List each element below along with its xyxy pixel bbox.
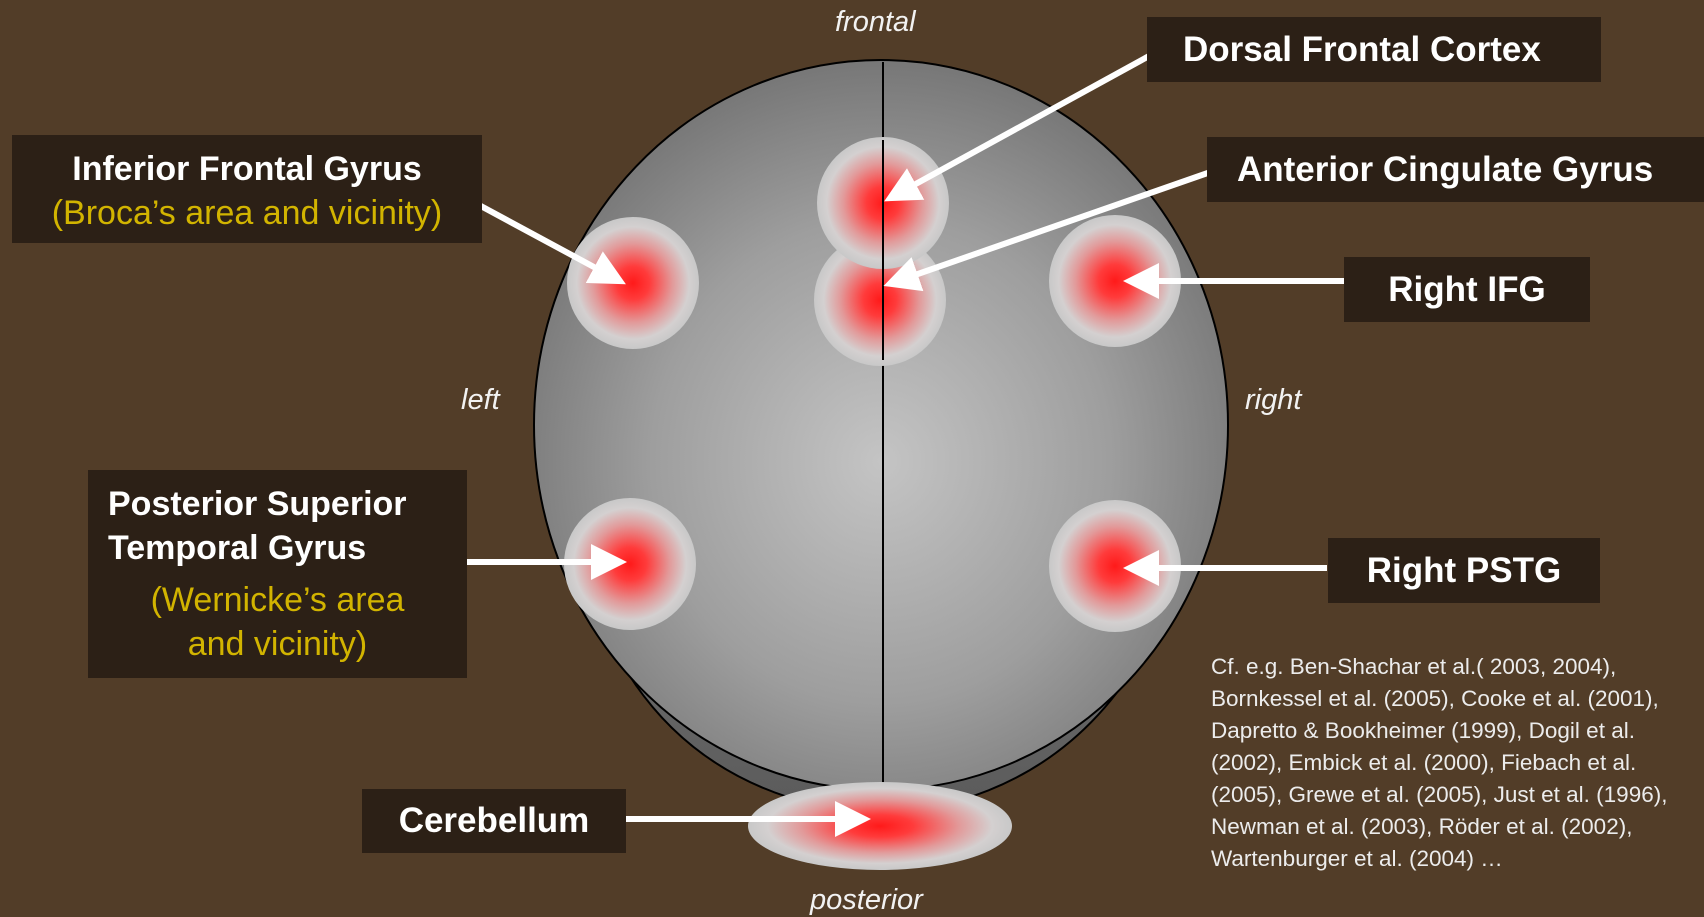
reference-line: Newman et al. (2003), Röder et al. (2002…: [1211, 811, 1704, 843]
label-rifg-text: Right IFG: [1388, 270, 1545, 309]
hotspot-ifg: [567, 217, 699, 349]
reference-line: Bornkessel et al. (2005), Cooke et al. (…: [1211, 683, 1704, 715]
label-pstg-line1: Posterior Superior: [88, 482, 467, 526]
hotspot-cerebellum: [748, 782, 1012, 870]
label-right-ifg: Right IFG: [1344, 257, 1590, 322]
label-ifg-title: Inferior Frontal Gyrus: [72, 150, 422, 188]
label-acg-text: Anterior Cingulate Gyrus: [1237, 150, 1653, 189]
direction-frontal: frontal: [835, 6, 916, 39]
label-rpstg-text: Right PSTG: [1367, 551, 1561, 590]
direction-left: left: [461, 384, 500, 417]
label-pstg-sub1: (Wernicke’s area: [88, 578, 467, 622]
label-ifg-subtitle: (Broca’s area and vicinity): [12, 191, 482, 235]
label-dorsal-frontal-cortex: Dorsal Frontal Cortex: [1147, 17, 1601, 82]
label-pstg-sub2: and vicinity): [88, 622, 467, 666]
label-posterior-superior-temporal-gyrus: Posterior Superior Temporal Gyrus (Werni…: [88, 470, 467, 678]
reference-line: (2002), Embick et al. (2000), Fiebach et…: [1211, 747, 1704, 779]
label-cerebellum-text: Cerebellum: [399, 801, 590, 840]
label-dfc-text: Dorsal Frontal Cortex: [1183, 30, 1541, 69]
reference-line: Dapretto & Bookheimer (1999), Dogil et a…: [1211, 715, 1704, 747]
label-anterior-cingulate-gyrus: Anterior Cingulate Gyrus: [1207, 137, 1704, 202]
direction-right: right: [1245, 384, 1301, 417]
reference-line: (2005), Grewe et al. (2005), Just et al.…: [1211, 779, 1704, 811]
reference-line: Cf. e.g. Ben-Shachar et al.( 2003, 2004)…: [1211, 651, 1704, 683]
label-cerebellum: Cerebellum: [362, 789, 626, 853]
reference-line: Wartenburger et al. (2004) …: [1211, 843, 1704, 875]
label-inferior-frontal-gyrus: Inferior Frontal Gyrus (Broca’s area and…: [12, 135, 482, 243]
direction-posterior: posterior: [810, 884, 923, 917]
label-right-pstg: Right PSTG: [1328, 538, 1600, 603]
references: Cf. e.g. Ben-Shachar et al.( 2003, 2004)…: [1211, 651, 1704, 883]
label-pstg-line2: Temporal Gyrus: [88, 526, 467, 570]
